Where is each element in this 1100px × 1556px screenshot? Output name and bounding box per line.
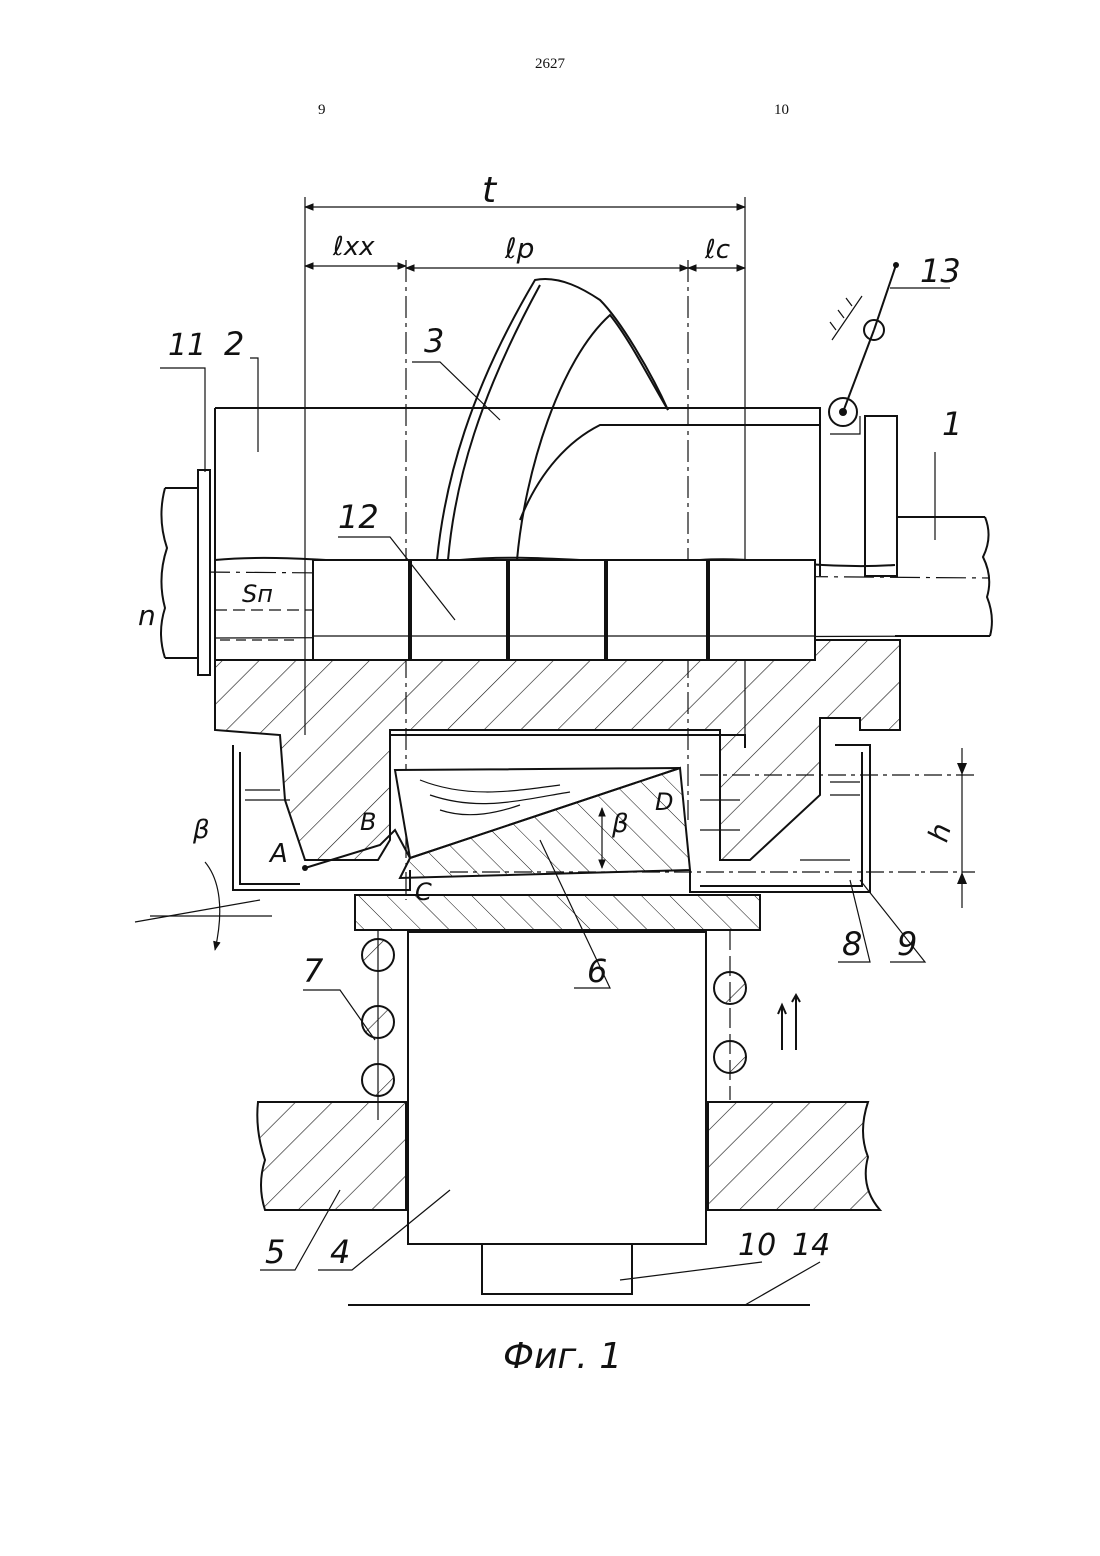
callout-8: 8 <box>842 925 862 963</box>
callout-13: 13 <box>920 252 961 290</box>
dim-t-label: t <box>482 170 498 211</box>
dim-lp-label: ℓp <box>504 232 534 265</box>
angle-beta-inner-label: β <box>611 809 629 839</box>
callout-11: 11 <box>168 328 206 363</box>
point-a-label: A <box>268 839 288 869</box>
point-d-label: D <box>655 788 673 816</box>
callout-12: 12 <box>338 498 379 536</box>
angle-beta <box>135 862 272 950</box>
callout-6: 6 <box>587 952 607 990</box>
figure-caption: Фиг. 1 <box>503 1336 622 1377</box>
callout-14: 14 <box>792 1228 830 1263</box>
dim-h-label: h <box>922 820 958 846</box>
dim-lc-label: ℓc <box>704 235 730 265</box>
callout-1: 1 <box>942 405 962 443</box>
callout-7: 7 <box>303 952 324 990</box>
callout-3: 3 <box>424 322 444 360</box>
callout-9: 9 <box>897 925 917 963</box>
rotation-n-label: n <box>138 599 156 632</box>
point-c-label: C <box>415 878 432 906</box>
dim-lxx-label: ℓxx <box>332 232 375 262</box>
pivot-linkage <box>829 262 899 434</box>
column <box>408 932 706 1294</box>
callout-4: 4 <box>330 1233 350 1271</box>
knife-segments <box>313 560 815 660</box>
callout-2: 2 <box>224 325 244 363</box>
point-b-label: B <box>360 808 376 836</box>
angle-beta-left-label: β <box>192 815 210 845</box>
callout-5: 5 <box>265 1233 285 1271</box>
dim-sn-label: Sп <box>242 580 273 608</box>
callout-10: 10 <box>738 1228 776 1263</box>
helical-blade <box>437 279 820 560</box>
left-flange <box>161 470 210 675</box>
shaft <box>865 416 992 636</box>
